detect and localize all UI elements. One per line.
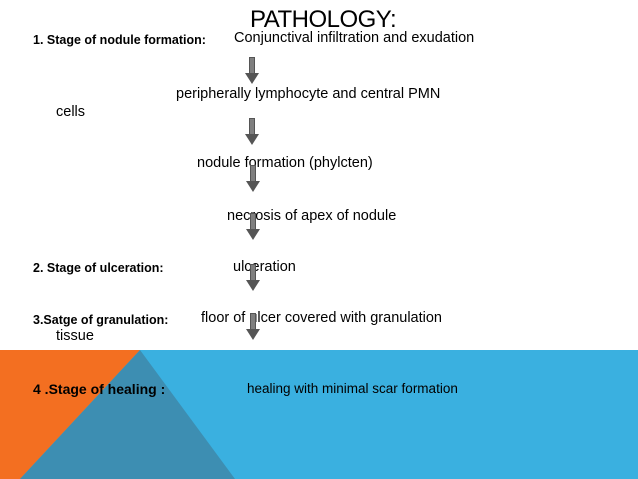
orange-triangle <box>0 350 140 479</box>
down-arrow-icon <box>246 165 260 193</box>
stage-4-step-1: healing with minimal scar formation <box>247 381 458 396</box>
stage-4-label: 4 .Stage of healing : <box>33 381 166 397</box>
stage-1-step-2-cont: cells <box>56 104 86 120</box>
stage-1-step-4: necrosis of apex of nodule <box>227 208 397 224</box>
down-arrow-icon <box>246 213 260 241</box>
stage-1-step-3: nodule formation (phylcten) <box>197 155 373 171</box>
stage-1-label: 1. Stage of nodule formation: <box>33 33 206 47</box>
stage-2-step-1: ulceration <box>233 259 296 275</box>
stage-2-label: 2. Stage of ulceration: <box>33 261 164 275</box>
stage-1-step-1: Conjunctival infiltration and exudation <box>234 30 475 46</box>
stage-3-label: 3.Satge of granulation: <box>33 313 169 327</box>
page-title: PATHOLOGY: <box>250 6 397 33</box>
down-arrow-icon <box>246 264 260 292</box>
steel-triangle <box>20 350 235 479</box>
down-arrow-icon <box>246 313 260 341</box>
down-arrow-icon <box>245 118 259 146</box>
stage-1-step-2: peripherally lymphocyte and central PMN <box>176 86 441 102</box>
stage-3-step-1: floor of ulcer covered with granulation <box>201 310 442 326</box>
down-arrow-icon <box>245 57 259 85</box>
stage-3-step-1-cont: tissue <box>56 328 94 344</box>
